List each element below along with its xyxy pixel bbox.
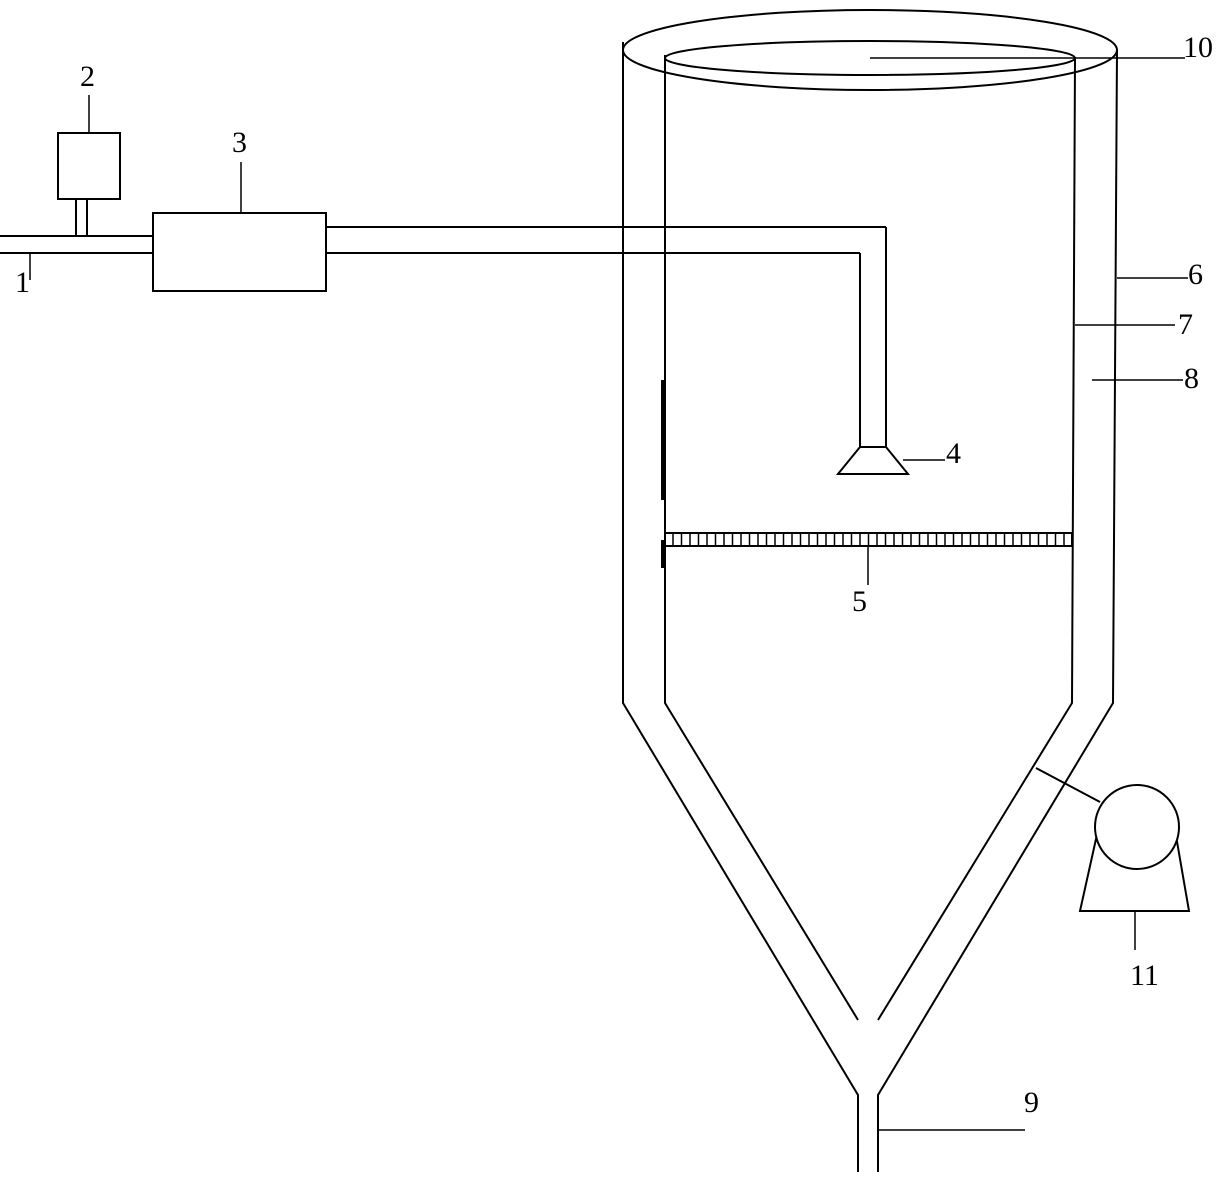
- label-9: 9: [1024, 1086, 1039, 1119]
- blower-pump: [1035, 767, 1191, 912]
- label-7: 7: [1178, 308, 1193, 341]
- label-10: 10: [1183, 31, 1213, 64]
- perforated-plate: [664, 532, 1073, 547]
- label-1: 1: [15, 266, 30, 299]
- vessel-inner-wall: [664, 55, 1076, 1021]
- leader-lines: [29, 57, 1188, 1131]
- part-labels: 1 2 3 4 5 6 7 8 9 10 11: [15, 31, 1213, 1119]
- label-2: 2: [80, 60, 95, 93]
- label-5: 5: [852, 585, 867, 618]
- vessel-outer-rim: [622, 9, 1118, 91]
- spray-nozzle: [835, 446, 911, 475]
- label-8: 8: [1184, 362, 1199, 395]
- feed-pipe: [326, 226, 887, 447]
- vessel-outer-wall: [622, 42, 1118, 1172]
- component-2-box: [57, 132, 121, 236]
- label-3: 3: [232, 126, 247, 159]
- label-6: 6: [1188, 258, 1203, 291]
- component-3-box: [152, 212, 327, 292]
- inlet-pipe: [0, 235, 153, 254]
- label-11: 11: [1130, 959, 1159, 992]
- label-4: 4: [946, 437, 961, 470]
